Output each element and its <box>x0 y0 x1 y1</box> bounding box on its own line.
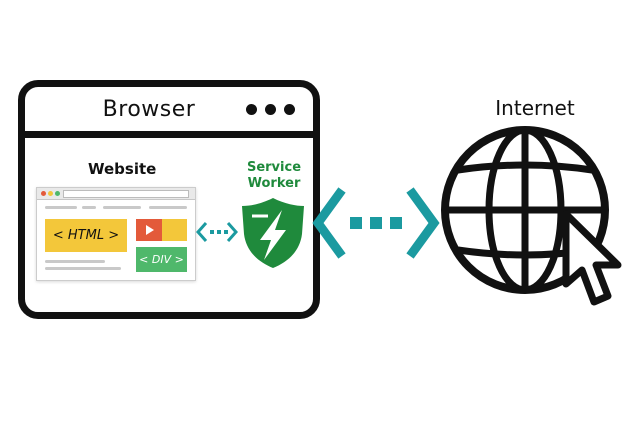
div-block: < DIV > <box>136 247 187 272</box>
small-bidirectional-arrow-icon <box>196 222 238 242</box>
website-url-bar <box>63 190 189 198</box>
website-mockup: < HTML > < DIV > <box>36 187 196 281</box>
internet-label: Internet <box>495 96 575 120</box>
service-worker-line1: Service <box>246 160 302 175</box>
shield-icon <box>242 198 304 268</box>
cursor-arrow-icon <box>562 210 622 306</box>
browser-title: Browser <box>102 97 196 122</box>
play-icon <box>136 219 162 241</box>
website-title: Website <box>88 160 157 178</box>
html-block: < HTML > <box>45 219 127 252</box>
browser-dots-icon <box>246 104 295 115</box>
globe-icon <box>441 126 609 294</box>
service-worker-line2: Worker <box>247 176 301 191</box>
browser-title-bar: Browser <box>25 87 313 138</box>
service-worker-label: Service Worker <box>238 160 310 192</box>
website-topbar <box>37 188 195 200</box>
yellow-block <box>162 219 187 241</box>
bidirectional-arrow-icon <box>312 187 440 259</box>
